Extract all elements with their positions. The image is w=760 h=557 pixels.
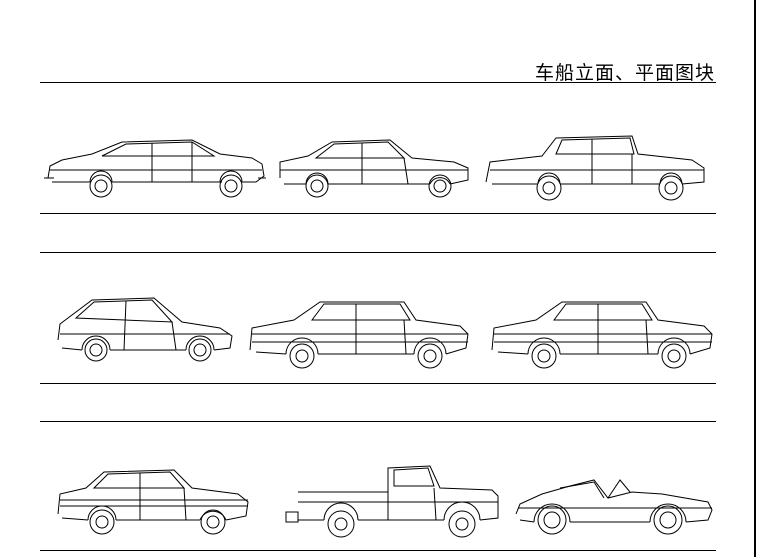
row-3-baseline <box>40 550 716 551</box>
luxury-sedan-icon <box>42 130 267 206</box>
sheet-title: 车船立面、平面图块 <box>534 62 715 84</box>
row-1-baseline <box>40 213 716 214</box>
compact-sedan-icon <box>54 466 254 538</box>
hatchback-icon <box>54 294 236 366</box>
row-2-topline <box>40 252 716 253</box>
classic-sedan-icon-1 <box>246 298 472 374</box>
row-2-baseline <box>40 383 716 384</box>
sheet-border-right <box>754 0 756 557</box>
pickup-truck-icon <box>284 462 504 542</box>
title-underline <box>40 82 716 83</box>
row-3-topline <box>40 421 716 422</box>
roadster-icon <box>512 476 716 538</box>
notchback-sedan-icon <box>274 134 474 204</box>
classic-sedan-icon-2 <box>488 298 716 374</box>
squared-sedan-icon <box>482 130 708 206</box>
